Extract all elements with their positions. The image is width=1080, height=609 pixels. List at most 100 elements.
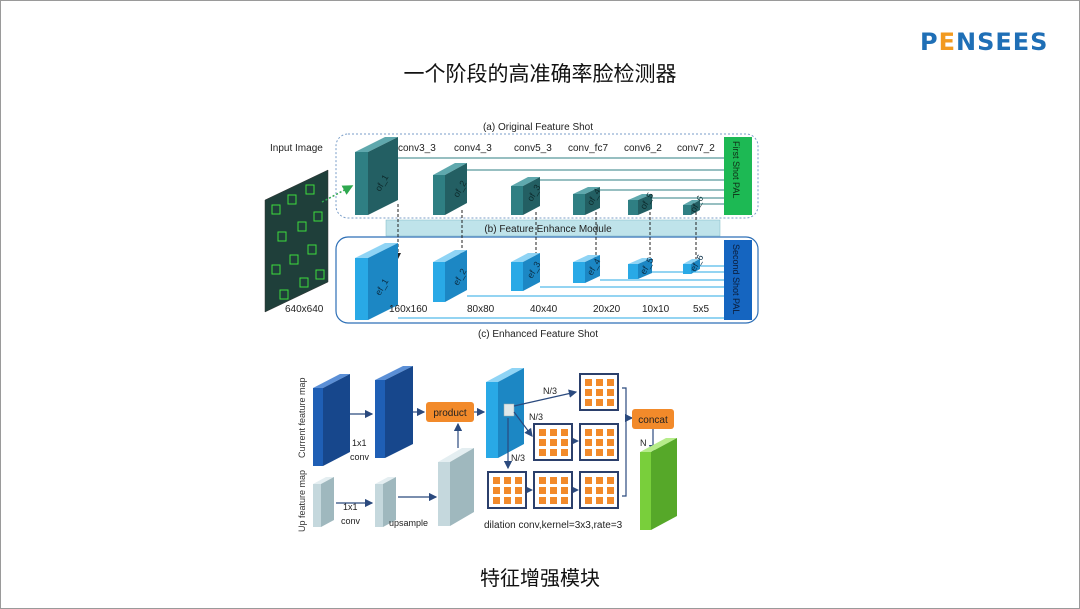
second-shot-pal-label: Second Shot PAL: [731, 244, 741, 314]
dilation-kernel-dot: [550, 477, 557, 484]
svg-text:conv: conv: [350, 452, 370, 462]
current-feature-map-block: [313, 388, 323, 466]
conv-label-2: conv4_3: [454, 143, 492, 154]
dilation-kernel-dot: [607, 449, 614, 456]
dilation-kernel-dot: [596, 477, 603, 484]
dilation-kernel-dot: [585, 439, 592, 446]
svg-text:1x1: 1x1: [343, 502, 358, 512]
dilation-kernel-dot: [607, 389, 614, 396]
dilation-kernel-dot: [596, 487, 603, 494]
svg-text:N/3: N/3: [511, 453, 525, 463]
dilation-kernel-dot: [596, 497, 603, 504]
current-conv-block: [375, 380, 385, 458]
up-feature-map-block: [313, 484, 321, 527]
dilation-kernel-dot: [561, 477, 568, 484]
dilation-kernel-dot: [585, 399, 592, 406]
dilation-kernel-dot: [493, 487, 500, 494]
dilation-kernel-dot: [607, 477, 614, 484]
conv-label-4: conv_fc7: [568, 143, 608, 154]
dilation-kernel-dot: [539, 477, 546, 484]
dilation-kernel-dot: [550, 439, 557, 446]
dilation-kernel-dot: [539, 429, 546, 436]
dilation-kernel-dot: [607, 497, 614, 504]
size-labels: 160x160 80x80 40x40 20x20 10x10 5x5: [389, 304, 710, 315]
svg-text:5x5: 5x5: [693, 304, 710, 315]
dilation-kernel-dot: [539, 487, 546, 494]
conv-label-5: conv6_2: [624, 143, 662, 154]
dilation-label: dilation conv,kernel=3x3,rate=3: [484, 520, 623, 531]
dilation-kernel-dot: [596, 399, 603, 406]
feature-enhance-module-diagram: Current feature map Up feature map 1x1 c…: [297, 366, 677, 532]
dilation-kernel-dot: [539, 449, 546, 456]
dilation-kernel-dot: [585, 449, 592, 456]
current-feature-map-label: Current feature map: [297, 377, 307, 458]
svg-text:N/3: N/3: [543, 386, 557, 396]
dilation-kernel-dot: [550, 449, 557, 456]
svg-text:N/3: N/3: [529, 412, 543, 422]
dilation-kernel-dot: [596, 379, 603, 386]
dilation-kernel-dot: [585, 429, 592, 436]
dilation-kernel-dot: [493, 477, 500, 484]
dilation-kernel-dot: [504, 487, 511, 494]
svg-text:N: N: [640, 438, 647, 448]
dilation-kernel-dot: [504, 497, 511, 504]
svg-text:20x20: 20x20: [593, 304, 621, 315]
first-shot-pal-label: First Shot PAL: [731, 141, 741, 198]
conv-label-1: conv3_3: [398, 143, 436, 154]
svg-text:ef_6: ef_6: [688, 253, 705, 273]
dilation-kernel-dot: [504, 477, 511, 484]
dilation-kernel-dot: [607, 399, 614, 406]
svg-text:product: product: [433, 408, 467, 419]
dilation-kernel-dot: [585, 379, 592, 386]
input-size-label: 640x640: [285, 304, 324, 315]
sample-patch: [504, 404, 514, 416]
conv-label-6: conv7_2: [677, 143, 715, 154]
dilation-kernel-dot: [515, 497, 522, 504]
dilation-kernel-dot: [561, 487, 568, 494]
dilation-kernel-dot: [596, 449, 603, 456]
slide-caption: 特征增强模块: [0, 562, 1080, 591]
dilation-kernel-dot: [596, 429, 603, 436]
top-architecture-diagram: Input Image 640x640 (a) Original Feature…: [265, 122, 758, 340]
dilation-kernel-dot: [561, 449, 568, 456]
up-feature-map-label: Up feature map: [297, 470, 307, 532]
dilation-kernel-dot: [607, 379, 614, 386]
svg-text:160x160: 160x160: [389, 304, 428, 315]
up-conv-block: [375, 484, 383, 527]
input-image-label: Input Image: [270, 143, 323, 154]
svg-text:1x1: 1x1: [352, 438, 367, 448]
dilation-kernel-dot: [585, 497, 592, 504]
svg-text:concat: concat: [638, 415, 668, 426]
svg-text:of_5: of_5: [638, 191, 655, 211]
dilation-kernel-dot: [550, 429, 557, 436]
label-feature-enhance-module: (b) Feature Enhance Module: [484, 224, 612, 235]
dilation-kernel-dot: [550, 497, 557, 504]
dilation-kernel-dot: [550, 487, 557, 494]
dilation-kernel-dot: [596, 389, 603, 396]
upsample-block: [438, 462, 450, 526]
dilation-kernel-dot: [561, 497, 568, 504]
upsample-label: upsample: [389, 518, 428, 528]
label-enhanced-feature-shot: (c) Enhanced Feature Shot: [478, 329, 598, 340]
svg-text:40x40: 40x40: [530, 304, 558, 315]
concat-output-block: [640, 452, 651, 530]
dilation-kernel-dot: [539, 497, 546, 504]
dilation-kernel-dot: [607, 487, 614, 494]
svg-text:conv: conv: [341, 516, 361, 526]
dilation-kernel-dot: [493, 497, 500, 504]
dilation-kernel-dot: [539, 439, 546, 446]
dilation-kernel-dot: [596, 439, 603, 446]
dilation-kernel-dot: [607, 439, 614, 446]
dilation-kernel-dot: [585, 487, 592, 494]
dilation-kernel-dot: [585, 477, 592, 484]
conv-label-3: conv5_3: [514, 143, 552, 154]
dilation-kernel-dot: [585, 389, 592, 396]
input-image: [265, 170, 328, 312]
dilation-kernel-dot: [561, 429, 568, 436]
conv-labels: conv3_3 conv4_3 conv5_3 conv_fc7 conv6_2…: [398, 143, 715, 154]
dilation-kernel-dot: [561, 439, 568, 446]
svg-text:10x10: 10x10: [642, 304, 670, 315]
product-output-block: [486, 382, 498, 458]
dilation-kernel-dot: [515, 487, 522, 494]
